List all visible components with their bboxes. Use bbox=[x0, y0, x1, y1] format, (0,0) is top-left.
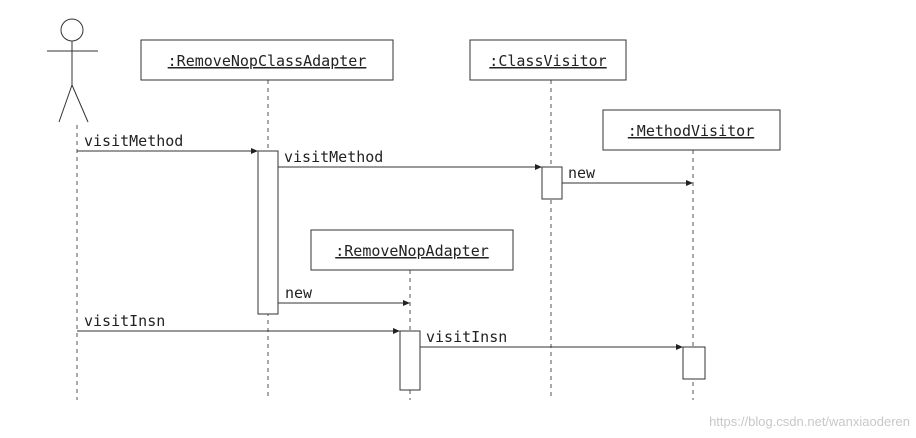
message-new-remove-nop-adapter: new bbox=[278, 284, 410, 306]
message-visit-insn-1: visitInsn bbox=[77, 312, 400, 334]
participant-label: :RemoveNopClassAdapter bbox=[168, 52, 367, 70]
participant-method-visitor: :MethodVisitor bbox=[602, 109, 781, 151]
actor-figure bbox=[47, 18, 98, 123]
message-visit-method-2: visitMethod bbox=[278, 148, 542, 170]
message-label: visitMethod bbox=[84, 132, 183, 150]
participant-label: :MethodVisitor bbox=[628, 122, 754, 140]
message-visit-method-1: visitMethod bbox=[77, 132, 258, 154]
message-visit-insn-2: visitInsn bbox=[420, 328, 683, 350]
participant-remove-nop-adapter: :RemoveNopAdapter bbox=[310, 229, 514, 271]
message-label: visitInsn bbox=[426, 328, 507, 346]
activation-remove-nop-adapter bbox=[399, 330, 421, 391]
participant-label: :ClassVisitor bbox=[489, 52, 606, 70]
message-label: new bbox=[568, 164, 596, 182]
activation-class-visitor bbox=[541, 166, 563, 200]
activation-method-visitor bbox=[682, 346, 706, 380]
message-label: visitInsn bbox=[84, 312, 165, 330]
participant-label: :RemoveNopAdapter bbox=[335, 242, 489, 260]
message-new-method-visitor: new bbox=[562, 164, 693, 186]
message-label: visitMethod bbox=[284, 148, 383, 166]
participant-remove-nop-class-adapter: :RemoveNopClassAdapter bbox=[140, 39, 394, 81]
watermark-text: https://blog.csdn.net/wanxiaoderen bbox=[709, 414, 910, 429]
participant-class-visitor: :ClassVisitor bbox=[469, 39, 627, 81]
activation-remove-nop-class-adapter bbox=[257, 150, 279, 315]
message-label: new bbox=[285, 284, 313, 302]
